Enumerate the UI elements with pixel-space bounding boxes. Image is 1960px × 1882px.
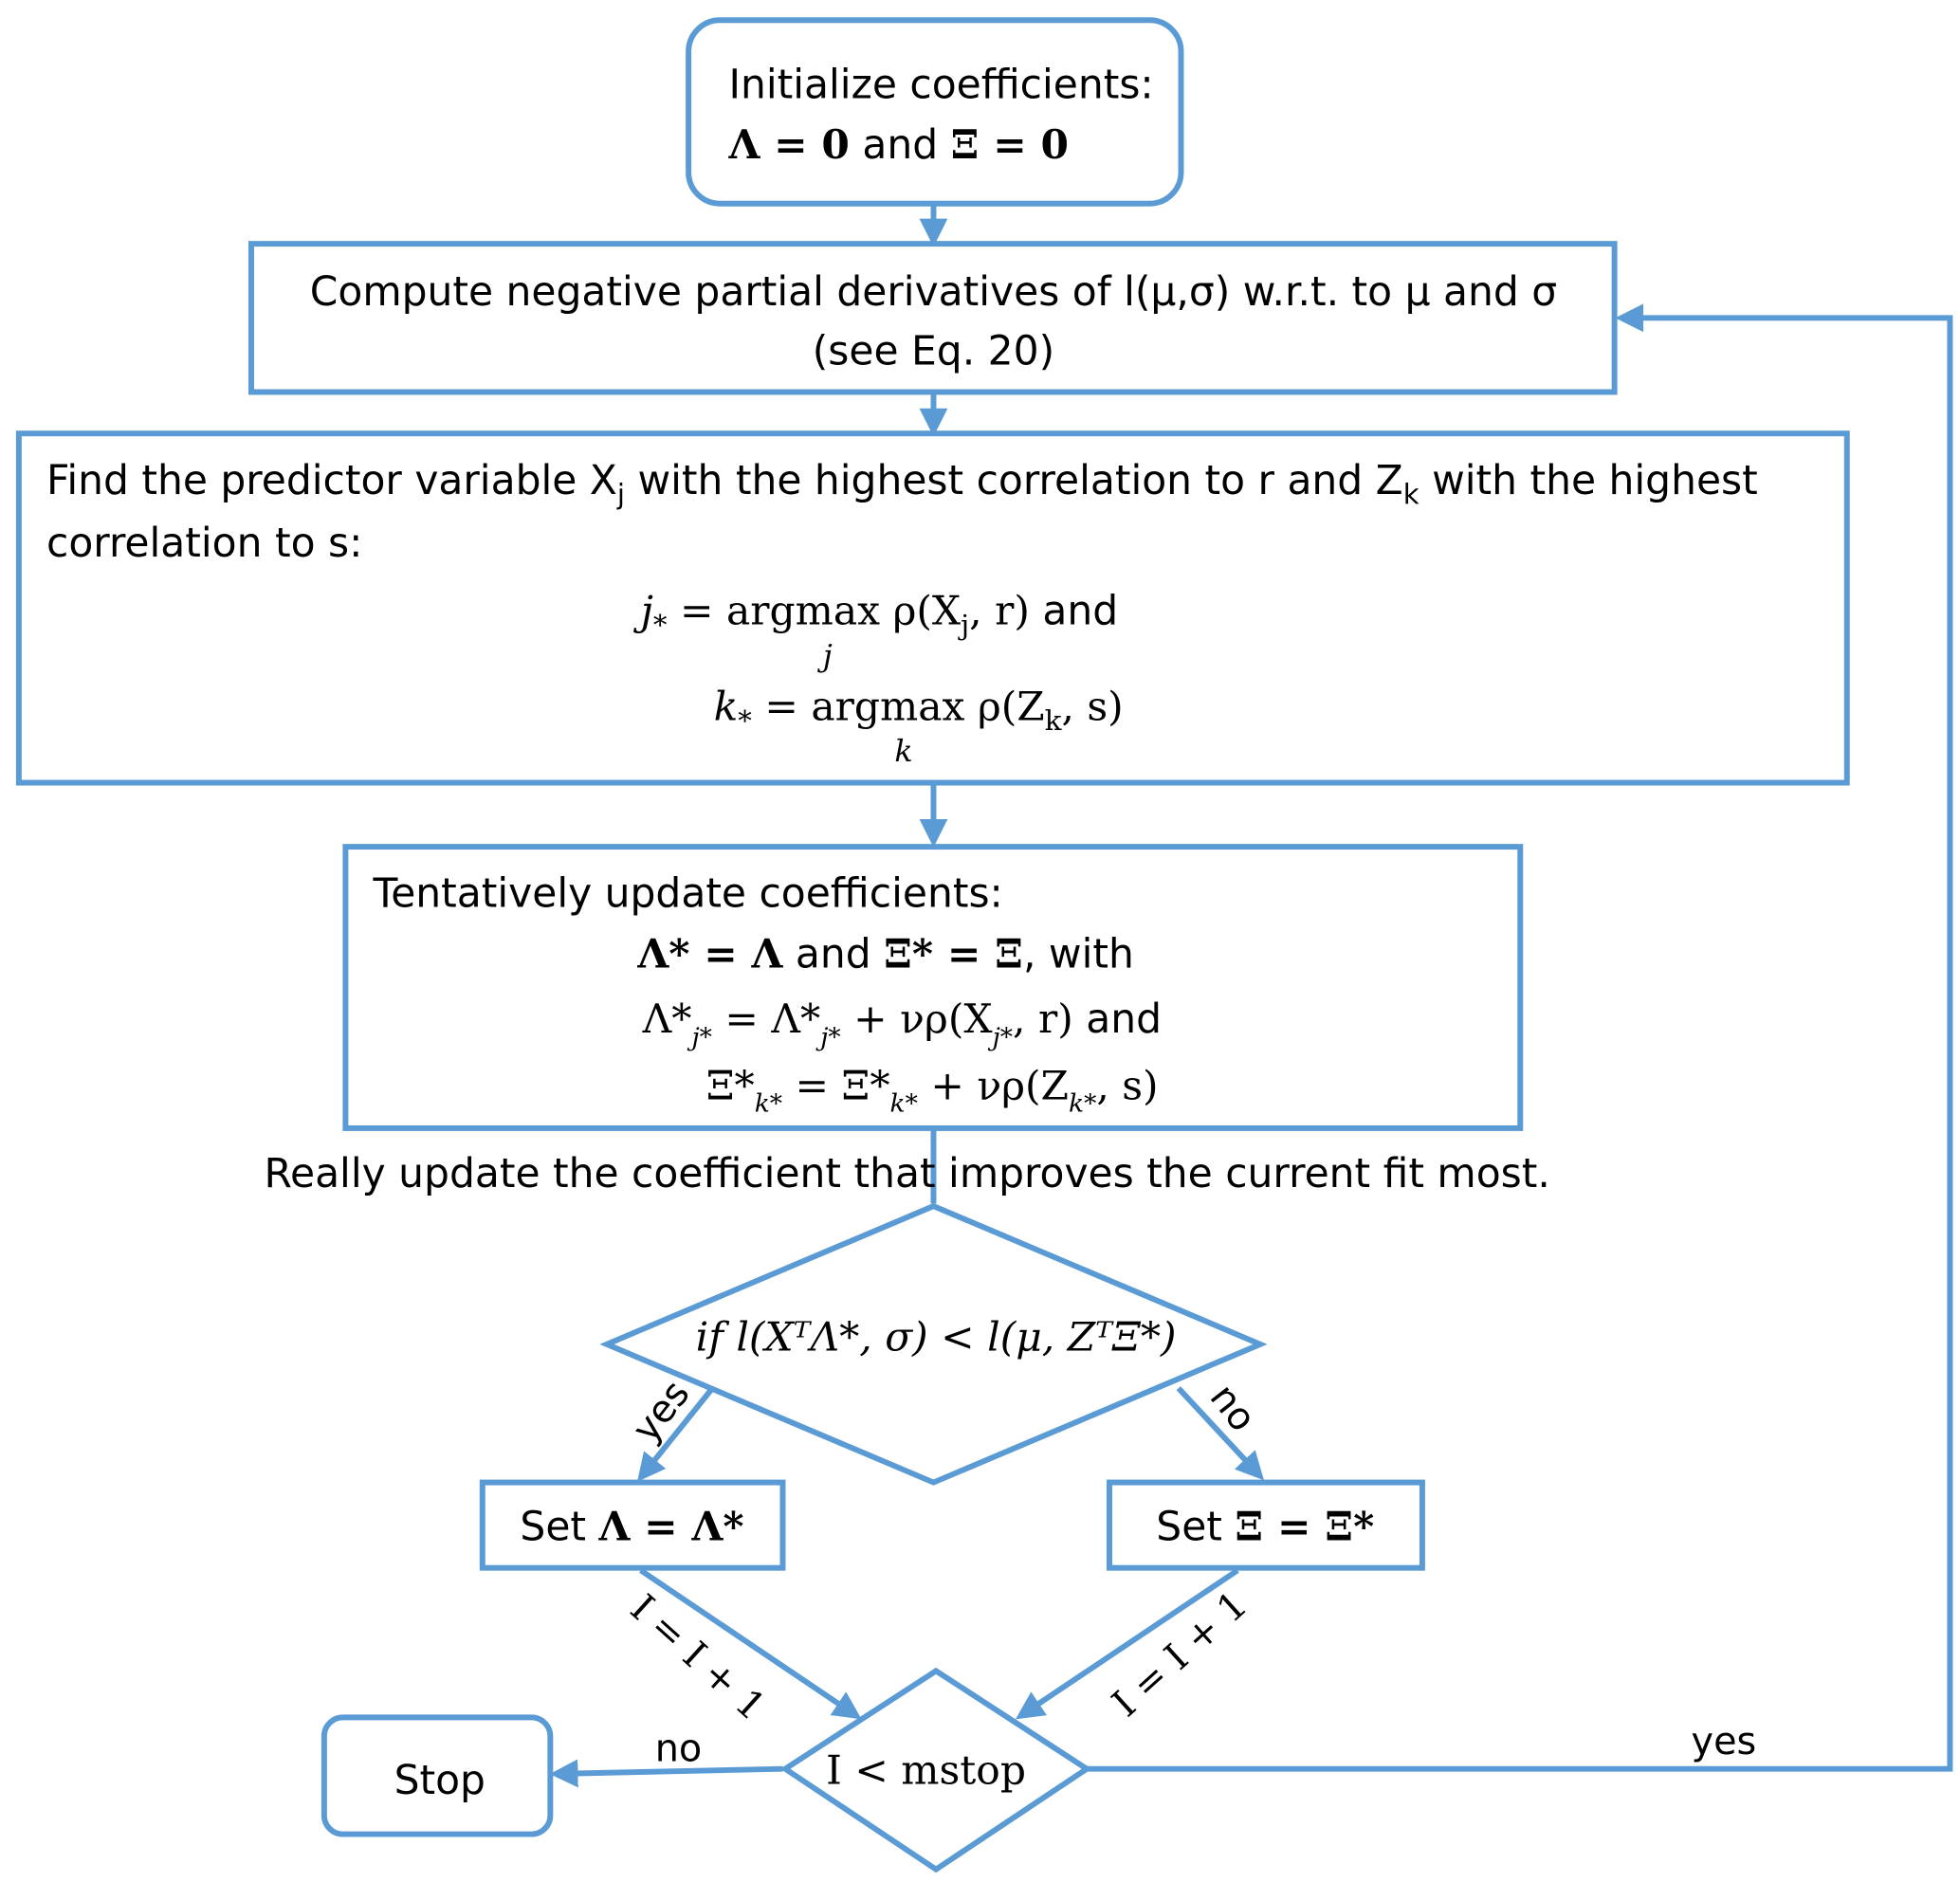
increment-right-label: I = I + 1 [1104, 1583, 1255, 1727]
set-xi-box [1106, 1479, 1425, 1571]
set-lambda-text: Set Λ = Λ* [520, 1503, 743, 1550]
tentative-formula-lambda: Λ*j* = Λ*j* + νρ(Xj*, r) and [642, 996, 1162, 1051]
compute-box [248, 241, 1618, 395]
tentative-box [342, 844, 1524, 1131]
arrow-no-to-set-xi [1176, 1386, 1265, 1481]
find-formula-j: j* = argmax ρ(Xj, r) and [633, 588, 1118, 642]
arrow-set-lambda-to-loop [639, 1567, 862, 1720]
decision-condition: if l(XᵀΛ*, σ) < l(μ, ZᵀΞ*) [696, 1313, 1177, 1360]
yes-label: yes [624, 1373, 699, 1451]
find-line1: Find the predictor variable Xj with the … [46, 457, 1758, 511]
stop-box [321, 1714, 554, 1837]
arrow-yes-to-set-lambda [637, 1386, 715, 1482]
no-label: no [1201, 1376, 1265, 1439]
find-box [15, 430, 1850, 786]
find-argmax-k-under: k [894, 734, 912, 769]
tentative-formula-xi: Ξ*k* = Ξ*k* + νρ(Zk*, s) [706, 1062, 1159, 1118]
init-formula: Λ = 0 and Ξ = 0 [727, 120, 1068, 168]
compute-line1: Compute negative partial derivatives of … [310, 268, 1557, 315]
really-update-label: Really update the coefficient that impro… [264, 1150, 1549, 1197]
arrow-loop-back-to-compute [1087, 303, 1953, 1772]
set-lambda-box [479, 1479, 786, 1571]
arrow-loop-to-stop [549, 1759, 783, 1788]
init-title: Initialize coefficients: [728, 61, 1153, 107]
compute-line2: (see Eq. 20) [813, 327, 1054, 374]
yes-loop-label: yes [1692, 1720, 1757, 1763]
loop-diamond [779, 1667, 1092, 1873]
init-box [686, 17, 1184, 207]
no-stop-label: no [655, 1727, 703, 1771]
tentative-title: Tentatively update coefficients: [373, 870, 1003, 917]
tentative-formula-1: Λ* = Λ and Ξ* = Ξ, with [636, 929, 1133, 977]
set-xi-text: Set Ξ = Ξ* [1156, 1503, 1374, 1550]
arrow-set-xi-to-loop [1015, 1567, 1239, 1720]
find-formula-k: k* = argmax ρ(Zk, s) [714, 683, 1124, 737]
find-line2: correlation to s: [46, 520, 362, 566]
decision-diamond [599, 1202, 1268, 1486]
stop-label: Stop [394, 1757, 485, 1803]
loop-condition: I < mstop [826, 1747, 1026, 1794]
